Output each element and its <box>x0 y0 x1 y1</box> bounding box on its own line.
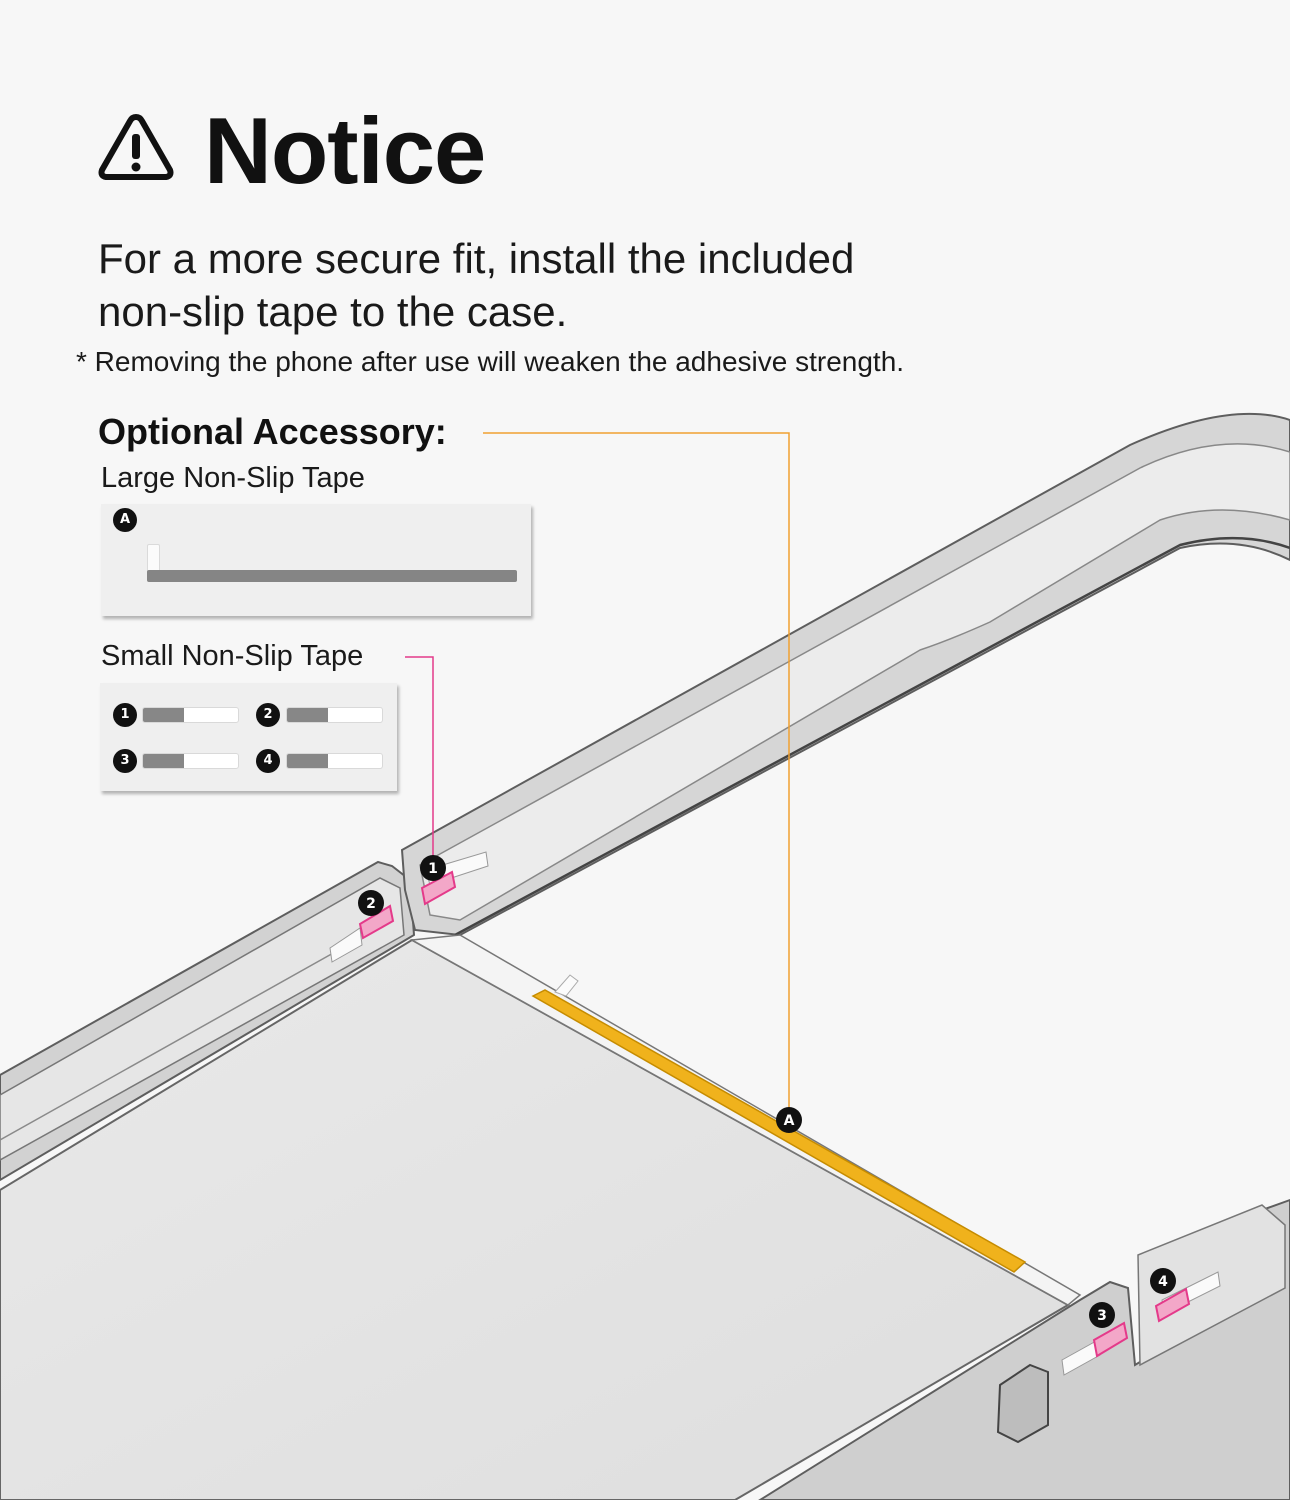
small-tape-strip-1 <box>142 707 239 723</box>
small-tape-3-placement <box>1092 1321 1129 1358</box>
case-badge-a: A <box>776 1107 802 1133</box>
large-tape-placement <box>531 989 1027 1273</box>
small-tape-label: Small Non-Slip Tape <box>101 640 364 672</box>
small-tape-4-placement <box>1154 1287 1191 1323</box>
large-tape-label: Large Non-Slip Tape <box>101 462 365 494</box>
case-badge-2: 2 <box>358 890 384 916</box>
adhesive-footnote: * Removing the phone after use will weak… <box>76 346 905 377</box>
small-tape-strip-4 <box>286 753 383 769</box>
svg-text:A: A <box>784 1113 795 1129</box>
svg-text:1: 1 <box>428 861 438 877</box>
large-tape-strip <box>147 570 517 582</box>
small-tape-strip-3 <box>142 753 239 769</box>
large-tape-leader-line <box>483 432 790 1110</box>
optional-accessory-heading: Optional Accessory: <box>98 411 447 452</box>
side-button <box>996 1363 1049 1444</box>
case-badge-3: 3 <box>1089 1302 1115 1328</box>
small-tape-badge-3: 3 <box>113 749 137 773</box>
svg-text:2: 2 <box>366 896 376 912</box>
lead-text: For a more secure fit, install the inclu… <box>98 232 998 338</box>
small-tape-badge-2: 2 <box>256 703 280 727</box>
warning-triangle-icon <box>98 114 174 180</box>
large-tape-badge: A <box>113 508 137 532</box>
notice-title: Notice <box>204 98 486 203</box>
case-left-rail <box>0 860 416 1182</box>
small-tape-strip-2 <box>286 707 383 723</box>
small-tape-card: 1 2 3 4 <box>100 683 397 791</box>
svg-text:4: 4 <box>1158 1274 1168 1290</box>
case-badge-4: 4 <box>1150 1268 1176 1294</box>
small-tape-leader-line <box>405 656 434 858</box>
case-floor <box>0 938 1071 1500</box>
lead-line-2: non-slip tape to the case. <box>98 288 568 335</box>
case-top-rail <box>400 412 1290 937</box>
large-tape-card: A <box>101 504 531 616</box>
svg-text:3: 3 <box>1097 1308 1107 1324</box>
case-bottom-rail <box>758 1198 1290 1500</box>
small-tape-badge-1: 1 <box>113 703 137 727</box>
lead-line-1: For a more secure fit, install the inclu… <box>98 235 855 282</box>
small-tape-badge-4: 4 <box>256 749 280 773</box>
case-badge-1: 1 <box>420 855 446 881</box>
